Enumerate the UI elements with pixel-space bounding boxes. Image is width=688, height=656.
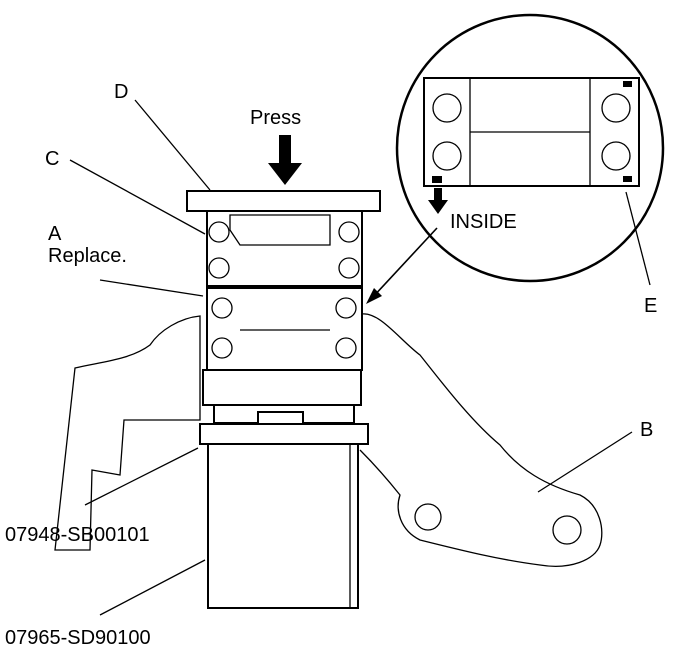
label-tool-07965: 07965-SD90100: [5, 627, 151, 649]
press-arrow: [268, 135, 302, 185]
tool-ring-07948: [199, 423, 369, 445]
label-e: E: [644, 295, 657, 317]
press-plate-d: [186, 190, 381, 212]
inset-detail: [395, 13, 665, 283]
leader-d: [134, 99, 211, 191]
leader-c: [69, 159, 206, 235]
label-replace: Replace.: [48, 245, 127, 267]
tool-ring-boss: [257, 411, 304, 425]
label-b: B: [640, 419, 653, 441]
bearing-stack: [202, 210, 363, 424]
label-press: Press: [250, 107, 301, 129]
knuckle-hole-1: [414, 503, 442, 531]
tool-base-07965: [207, 443, 359, 609]
label-a: A: [48, 223, 62, 245]
knuckle-hole-2: [552, 515, 582, 545]
label-tool-07948: 07948-SB00101: [5, 524, 150, 546]
leader-e: [625, 191, 651, 286]
inset-leader: [371, 227, 438, 299]
leader-tool2: [99, 559, 206, 616]
leader-tool1: [84, 447, 199, 506]
leader-a: [99, 279, 204, 297]
label-c: C: [45, 148, 59, 170]
label-inside: INSIDE: [450, 211, 517, 233]
label-d: D: [114, 81, 128, 103]
hub-housing: [202, 369, 362, 406]
leader-b: [537, 431, 633, 493]
old-bearing-c: [206, 210, 363, 287]
new-bearing-a: [206, 287, 363, 371]
knuckle-body: [54, 313, 603, 567]
